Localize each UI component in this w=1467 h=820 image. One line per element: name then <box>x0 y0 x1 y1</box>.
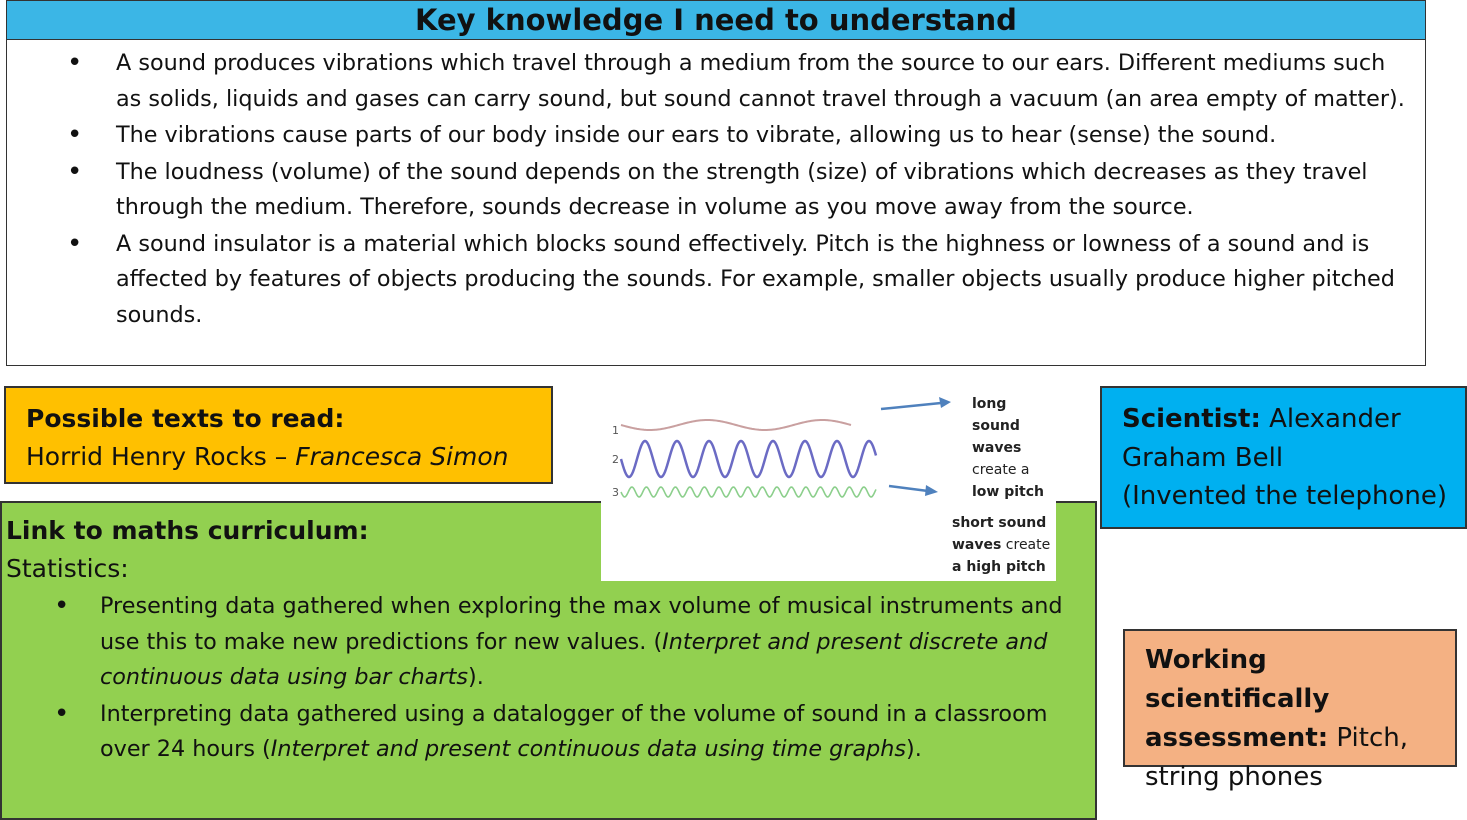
working-scientifically-box: Working scientifically assessment: Pitch… <box>1123 629 1457 792</box>
ws-value-2: string phones <box>1145 762 1323 792</box>
short-wave-label-line3: a high pitch <box>952 559 1046 575</box>
arrow-long-wave <box>880 401 942 411</box>
long-wave-label-line3: create a <box>972 462 1030 478</box>
maths-item-end: ). <box>468 664 484 690</box>
sound-wave-graphic: 1 2 3 <box>612 397 951 499</box>
short-wave-label: short sound waves create a high pitch <box>952 512 1050 578</box>
key-knowledge-item: The loudness (volume) of the sound depen… <box>7 155 1407 226</box>
ws-label-1: Working scientifically <box>1145 645 1330 714</box>
maths-item-italic: Interpret and present discrete and conti… <box>100 628 1048 691</box>
maths-link-title: Link to maths curriculum: <box>6 516 369 545</box>
maths-item-end: ). <box>906 736 922 762</box>
short-wave-label-line1: short sound <box>952 515 1047 531</box>
key-knowledge-item: A sound produces vibrations which travel… <box>7 46 1407 117</box>
short-wave-label-line2b: create <box>1005 537 1051 553</box>
scientist-note: (Invented the telephone) <box>1122 481 1447 511</box>
wave-number-1: 1 <box>612 424 619 437</box>
maths-item-text: Interpreting data gathered using a datal… <box>100 700 1048 763</box>
long-wave-label-line2: waves <box>972 440 1022 456</box>
scientist-label: Scientist: <box>1122 404 1261 434</box>
ws-label-2: assessment: <box>1145 723 1329 753</box>
arrow-short-wave <box>888 484 929 493</box>
long-wave-label-line4: low pitch <box>972 484 1045 500</box>
book-title: Horrid Henry Rocks – <box>26 442 296 471</box>
medium-wave-line <box>619 439 878 479</box>
arrowhead-long-wave <box>939 397 951 408</box>
book-author: Francesca Simon <box>295 442 509 471</box>
short-wave-label-line2a: waves <box>952 537 1002 553</box>
wave-number-3: 3 <box>612 486 619 499</box>
maths-link-item: Presenting data gathered when exploring … <box>6 589 1095 696</box>
maths-link-subtitle: Statistics: <box>6 554 129 583</box>
long-wave-label: long sound waves create a low pitch <box>972 393 1056 503</box>
possible-texts-box: Possible texts to read: Horrid Henry Roc… <box>4 386 553 484</box>
short-wave-line <box>620 486 877 498</box>
key-knowledge-title: Key knowledge I need to understand <box>6 0 1426 40</box>
key-knowledge-item: The vibrations cause parts of our body i… <box>7 118 1407 154</box>
possible-texts-title: Possible texts to read: <box>26 404 345 433</box>
key-knowledge-panel: A sound produces vibrations which travel… <box>6 40 1426 366</box>
arrowhead-short-wave <box>925 485 938 496</box>
scientist-name-2: Graham Bell <box>1122 442 1284 473</box>
wave-number-2: 2 <box>612 453 619 466</box>
maths-link-item: Interpreting data gathered using a datal… <box>6 697 1095 768</box>
long-wave-label-line1: long sound <box>972 396 1020 434</box>
long-wave-line <box>620 419 852 431</box>
maths-item-text: Presenting data gathered when exploring … <box>100 593 1063 655</box>
scientist-box: Scientist: Alexander Graham Bell (Invent… <box>1100 386 1467 529</box>
maths-link-list: Presenting data gathered when exploring … <box>6 589 1095 768</box>
scientist-name-1: Alexander <box>1260 404 1401 434</box>
key-knowledge-list: A sound produces vibrations which travel… <box>7 46 1407 333</box>
sound-wave-diagram: 1 2 3 long sound waves create a low pitc… <box>601 385 1056 581</box>
maths-item-italic: Interpret and present continuous data us… <box>270 736 907 762</box>
key-knowledge-item: A sound insulator is a material which bl… <box>7 227 1407 334</box>
ws-value-1: Pitch, <box>1328 723 1408 753</box>
